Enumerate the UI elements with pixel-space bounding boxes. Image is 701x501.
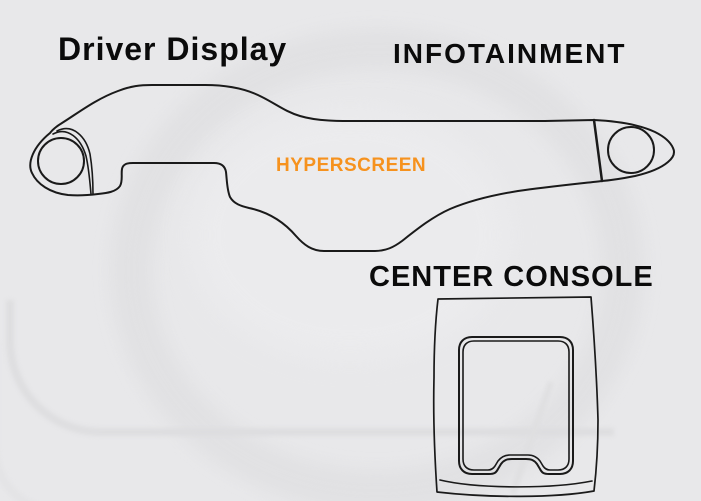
driver-display-label: Driver Display [58,31,288,67]
right-vent-circle [607,126,655,174]
console-screen-outer [458,336,574,475]
hyperscreen-outline [29,84,675,252]
center-console-outline [432,296,599,498]
console-screen-inner [462,340,570,471]
infotainment-label: INFOTAINMENT [393,38,627,69]
center-console-label: CENTER CONSOLE [369,261,654,293]
left-vent-rim-line [56,128,94,195]
screen-divider-line [592,118,604,183]
left-vent-rim-line [52,130,92,195]
left-vent-circle [37,137,85,185]
console-bottom-arc [439,479,593,488]
hyperscreen-label: HYPERSCREEN [276,155,427,176]
